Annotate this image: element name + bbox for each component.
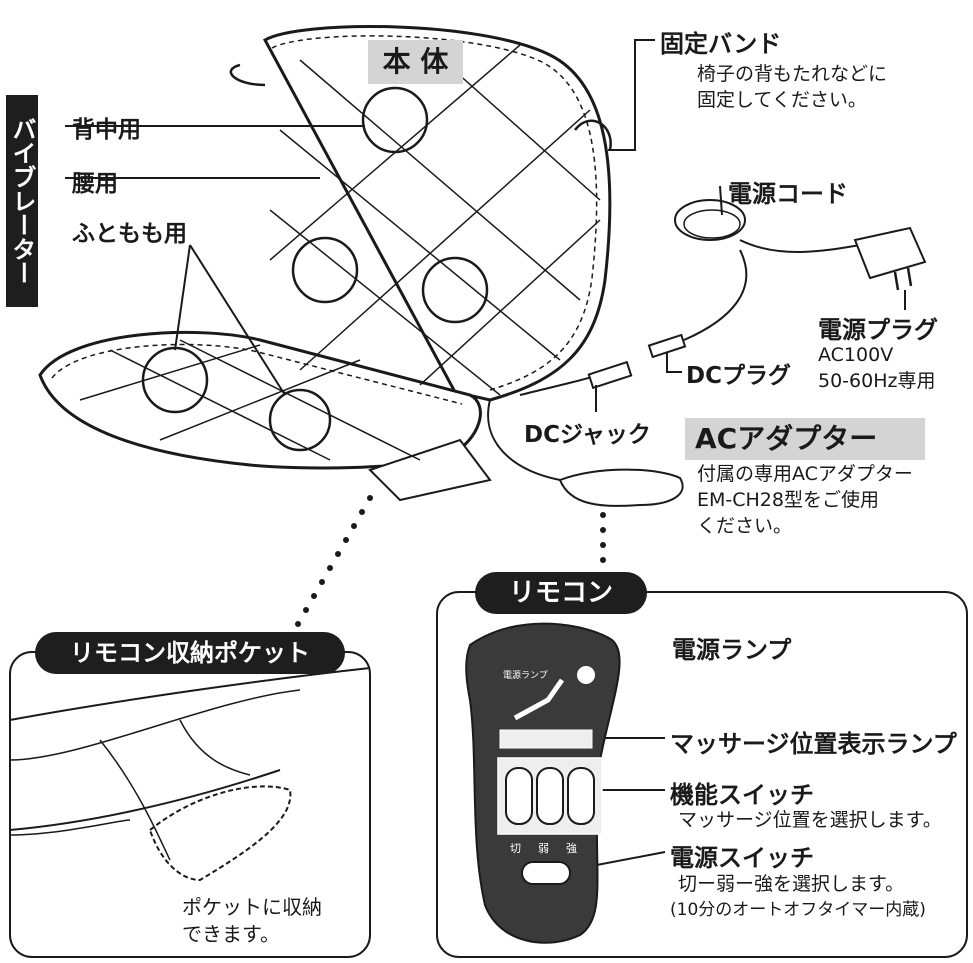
- power-plug-desc-1: AC100V: [818, 344, 894, 366]
- massage-seat-illustration: [38, 25, 927, 507]
- dc-jack-label: DCジャック: [524, 422, 651, 448]
- power-lamp-label: 電源ランプ: [672, 636, 792, 664]
- thigh-vibrator-label: ふともも用: [72, 221, 187, 247]
- remote-switch-strong-text: 強: [566, 842, 577, 855]
- remote-panel-title: リモコン: [475, 572, 647, 614]
- ac-adapter-desc-1: 付属の専用ACアダプター: [697, 463, 913, 485]
- power-plug-label: 電源プラグ: [818, 316, 938, 344]
- dc-plug-label: DCプラグ: [686, 363, 791, 389]
- pocket-desc-1: ポケットに収納: [182, 895, 322, 919]
- fixing-band-desc-1: 椅子の背もたれなどに: [697, 63, 888, 85]
- power-switch-desc-1: 切ー弱ー強を選択します。: [678, 873, 905, 895]
- power-switch-desc-2: (10分のオートオフタイマー内蔵): [670, 900, 926, 920]
- function-switch-desc: マッサージ位置を選択します。: [678, 809, 942, 831]
- power-plug-desc-2: 50-60Hz専用: [818, 370, 936, 392]
- function-switch-label: 機能スイッチ: [670, 781, 814, 809]
- position-lamp-label: マッサージ位置表示ランプ: [670, 730, 957, 758]
- fixing-band-label: 固定バンド: [660, 30, 782, 58]
- vibrator-group-label: バイブレーター: [6, 95, 38, 307]
- power-switch-label: 電源スイッチ: [670, 844, 814, 872]
- remote-lamp-text: 電源ランプ: [503, 671, 548, 681]
- ac-adapter-desc-2: EM-CH28型をご使用: [697, 489, 879, 511]
- remote-switch-off-text: 切: [510, 842, 521, 855]
- remote-switch-weak-text: 弱: [538, 842, 549, 855]
- ac-adapter-desc-3: ください。: [697, 515, 793, 537]
- waist-vibrator-label: 腰用: [72, 171, 118, 197]
- back-vibrator-label: 背中用: [72, 117, 141, 143]
- pocket-panel-title: リモコン収納ポケット: [35, 632, 345, 674]
- main-body-title: 本 体: [368, 40, 463, 84]
- fixing-band-desc-2: 固定してください。: [697, 89, 867, 111]
- remote-panel: [436, 591, 968, 958]
- ac-adapter-title: ACアダプター: [685, 418, 925, 460]
- power-cord-label: 電源コード: [728, 180, 848, 208]
- pocket-desc-2: できます。: [182, 922, 280, 946]
